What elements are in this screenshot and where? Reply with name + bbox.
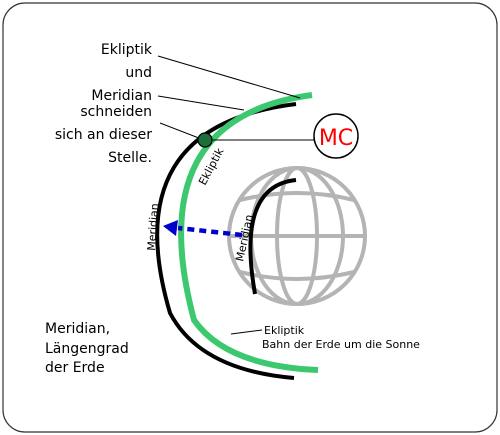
note-line-5: sich an dieser <box>55 127 152 143</box>
leader-line-intersection <box>159 122 205 141</box>
earth-globe <box>227 166 367 306</box>
globe-latitude-north <box>239 191 355 202</box>
note-line-2: und <box>125 65 152 81</box>
meridian-desc-line-2: Längengrad <box>45 341 129 357</box>
intersection-point <box>197 132 213 148</box>
meridian-desc-line-1: Meridian, <box>45 321 110 337</box>
ecliptic-desc-title: Ekliptik <box>264 324 305 337</box>
leader-line-ekliptik <box>157 55 301 99</box>
projection-arrow-head <box>163 220 178 236</box>
intersection-note: Ekliptik und Meridian schneiden sich an … <box>55 42 153 166</box>
note-line-4: schneiden <box>80 104 152 120</box>
note-line-1: Ekliptik <box>101 42 153 58</box>
earth-meridian-arc <box>248 178 297 295</box>
meridian-arc <box>155 102 297 380</box>
meridian-desc-line-3: der Erde <box>45 360 105 376</box>
meridian-description: Meridian, Längengrad der Erde <box>45 321 129 376</box>
projection-arrow-line <box>177 225 243 238</box>
ecliptic-desc-subtitle: Bahn der Erde um die Sonne <box>262 338 420 351</box>
note-line-6: Stelle. <box>108 150 152 166</box>
meridian-arc-label: Meridian <box>145 203 161 251</box>
ecliptic-description: Ekliptik Bahn der Erde um die Sonne <box>262 324 420 351</box>
mc-label: MC <box>319 126 353 151</box>
mc-circle <box>313 113 359 159</box>
leader-line-ecliptic-desc <box>230 329 263 335</box>
ecliptic-arc <box>178 92 319 373</box>
note-line-3: Meridian <box>91 88 152 104</box>
leader-line-meridian <box>157 95 245 111</box>
